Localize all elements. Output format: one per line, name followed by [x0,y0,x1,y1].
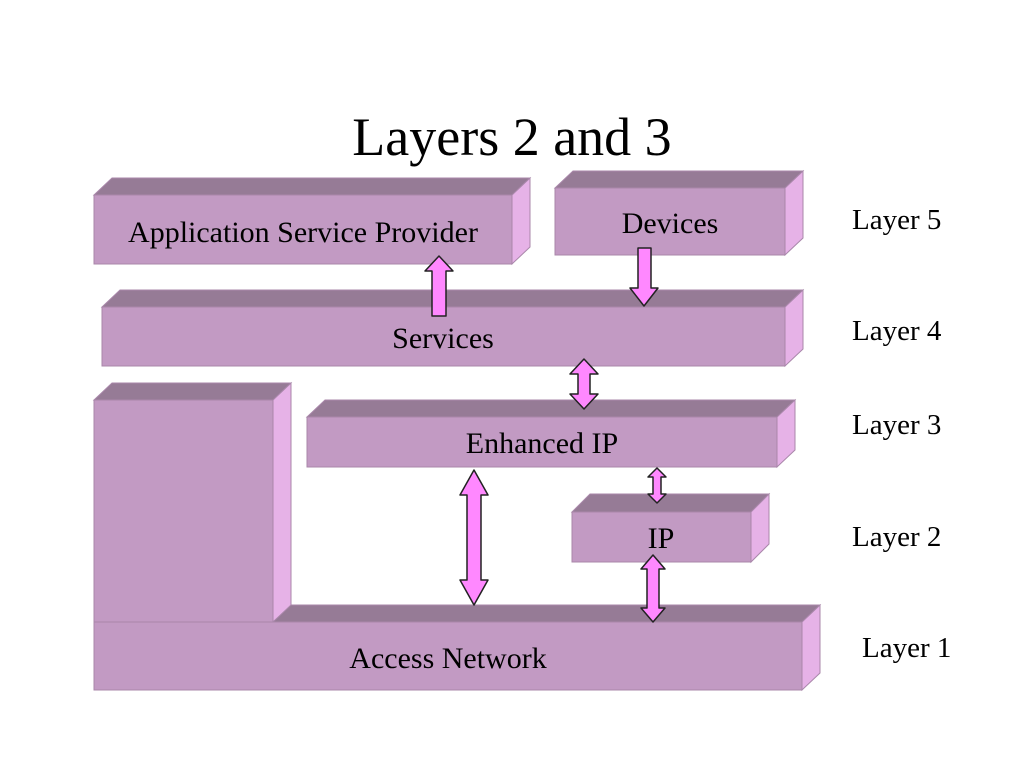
layer-1-label: Layer 1 [862,632,951,664]
access-network-label: Access Network [349,642,546,675]
enhanced-ip-label: Enhanced IP [466,427,618,460]
layer-3-label: Layer 3 [852,409,941,441]
double-arrow-services-enhanced-ip [569,358,599,410]
access-network-box: Access Network [93,603,822,692]
layer-5-label: Layer 5 [852,204,941,236]
ip-box: IP [570,492,771,564]
left-pillar-box [92,381,293,624]
page-title: Layers 2 and 3 [352,107,671,167]
application-service-provider-label: Application Service Provider [128,216,478,249]
double-arrow-enhanced-ip-ip [647,467,667,504]
devices-box: Devices [553,169,805,257]
double-arrow-enhanced-ip-access-network [459,469,489,606]
layer-4-label: Layer 4 [852,315,942,347]
layer-2-label: Layer 2 [852,521,941,553]
services-label: Services [392,322,494,355]
double-arrow-ip-access-network [640,554,666,623]
ip-label: IP [648,522,675,555]
application-service-provider-box: Application Service Provider [92,176,532,266]
services-box: Services [100,288,805,368]
down-arrow-devices-to-services [629,247,659,307]
enhanced-ip-box: Enhanced IP [305,398,797,469]
devices-label: Devices [622,207,719,240]
up-arrow-services-to-asp [424,255,454,317]
